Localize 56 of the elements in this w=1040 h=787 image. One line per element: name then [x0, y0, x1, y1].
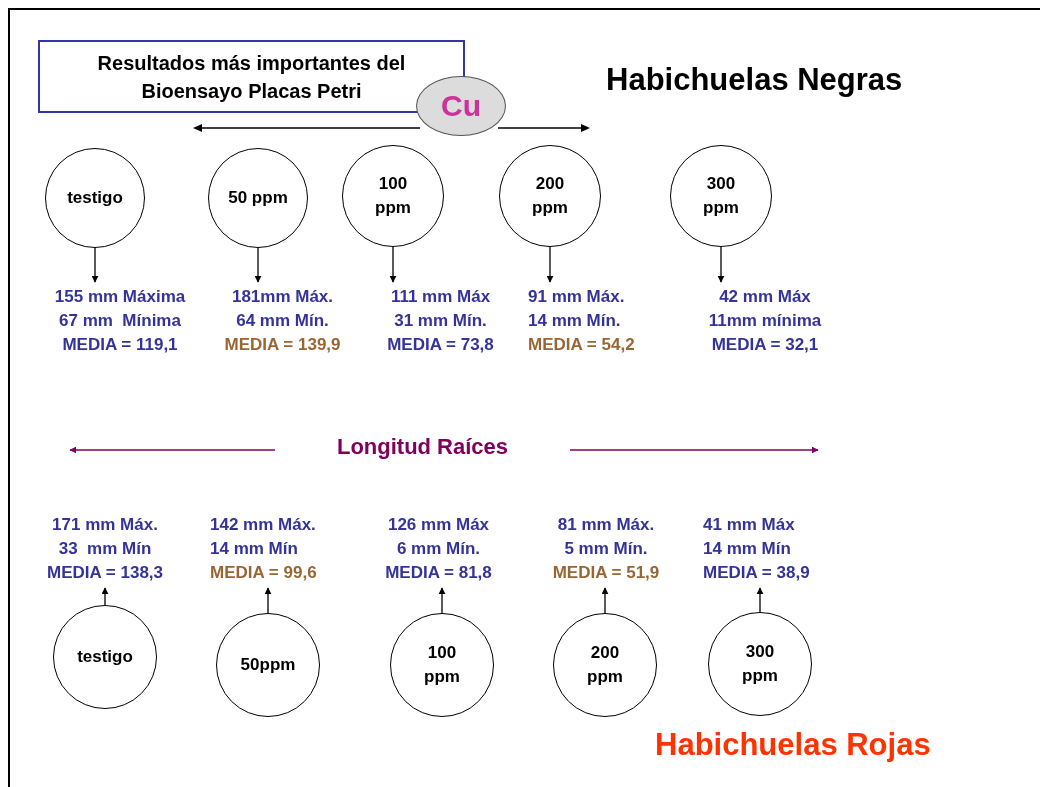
measurement-text: 11mm mínima	[707, 310, 823, 332]
measurement-text: 111 mm Máx	[389, 286, 492, 308]
measurement-text: MEDIA = 139,9	[223, 334, 342, 356]
petri-dish-circle: 200 ppm	[553, 613, 657, 717]
measurement-text: 6 mm Mín.	[395, 538, 482, 560]
measurement-text: 126 mm Máx	[386, 514, 491, 536]
arrow	[546, 246, 554, 283]
petri-dish-circle: 300 ppm	[670, 145, 772, 247]
arrow	[569, 446, 819, 454]
element-ellipse: Cu	[416, 76, 506, 136]
arrow	[389, 246, 397, 283]
arrow	[69, 446, 276, 454]
measurement-text: 14 mm Mín.	[528, 310, 622, 332]
petri-dish-circle: 200 ppm	[499, 145, 601, 247]
measurement-text: 5 mm Mín.	[563, 538, 649, 560]
measurement-text: 181mm Máx.	[230, 286, 335, 308]
group-heading: Habichuelas Negras	[606, 62, 903, 98]
measurement-text: 81 mm Máx.	[556, 514, 656, 536]
measurement-text: MEDIA = 51,9	[551, 562, 661, 584]
measurement-text: 42 mm Máx	[718, 286, 812, 308]
arrow	[756, 587, 764, 613]
petri-dish-circle: 100 ppm	[390, 613, 494, 717]
measurement-text: 142 mm Máx.	[210, 514, 317, 536]
measurement-text: MEDIA = 138,3	[45, 562, 165, 584]
petri-dish-circle: 300 ppm	[708, 612, 812, 716]
measurement-text: 67 mm Mínima	[58, 310, 182, 332]
measurement-text: 14 mm Mín	[210, 538, 299, 560]
measurement-text: 41 mm Máx	[703, 514, 796, 536]
measurement-text: 64 mm Mín.	[235, 310, 330, 332]
section-heading: Longitud Raíces	[336, 434, 509, 460]
arrow	[601, 587, 609, 614]
petri-dish-circle: 50 ppm	[208, 148, 308, 248]
petri-dish-circle: 100 ppm	[342, 145, 444, 247]
measurement-text: 33 mm Mín	[57, 538, 153, 560]
measurement-text: 14 mm Mín	[703, 538, 792, 560]
measurement-text: 171 mm Máx.	[51, 514, 159, 536]
arrow	[438, 587, 446, 614]
measurement-text: MEDIA = 99,6	[210, 562, 318, 584]
measurement-text: MEDIA = 54,2	[528, 334, 636, 356]
measurement-text: 31 mm Mín.	[393, 310, 488, 332]
arrow	[91, 247, 99, 283]
measurement-text: MEDIA = 81,8	[384, 562, 493, 584]
arrow	[254, 247, 262, 283]
measurement-text: MEDIA = 119,1	[61, 334, 179, 356]
arrow	[101, 587, 109, 606]
petri-dish-circle: testigo	[45, 148, 145, 248]
group-heading: Habichuelas Rojas	[655, 727, 931, 763]
measurement-text: MEDIA = 32,1	[710, 334, 820, 356]
arrow	[264, 587, 272, 614]
petri-dish-circle: 50ppm	[216, 613, 320, 717]
measurement-text: 155 mm Máxima	[53, 286, 187, 308]
measurement-text: MEDIA = 38,9	[703, 562, 811, 584]
measurement-text: MEDIA = 73,8	[386, 334, 495, 356]
petri-dish-circle: testigo	[53, 605, 157, 709]
measurement-text: 91 mm Máx.	[528, 286, 626, 308]
arrow	[717, 246, 725, 283]
